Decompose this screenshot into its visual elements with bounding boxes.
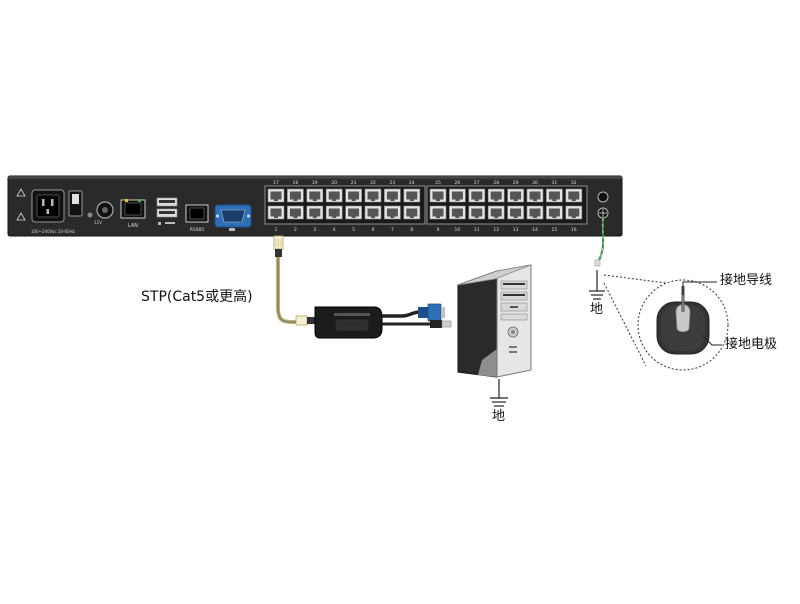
port-number-bottom: 15 — [552, 227, 558, 233]
port-number-bottom: 11 — [474, 227, 480, 233]
kvm-dongle — [314, 306, 383, 339]
port-number-bottom: 7 — [391, 227, 394, 233]
rj45-port — [526, 188, 544, 203]
port-number-bottom: 1 — [275, 227, 278, 233]
port-number-top: 30 — [532, 180, 538, 186]
rj45-port — [546, 188, 563, 203]
dongle-cable-vga — [382, 310, 421, 318]
port-number-bottom: 10 — [455, 227, 461, 233]
port-number-top: 17 — [273, 180, 279, 186]
port-number-bottom: 12 — [493, 227, 499, 233]
usb-ports — [156, 197, 178, 225]
rj45-port — [325, 205, 343, 220]
rs485-label: RS485 — [190, 227, 205, 233]
port-number-top: 23 — [390, 180, 396, 186]
callout-line — [603, 274, 667, 284]
ground-symbol-device — [589, 270, 605, 300]
usb-plug — [430, 320, 452, 328]
rj45-port — [526, 205, 544, 220]
rj45-port — [449, 188, 466, 203]
stp-cable — [276, 257, 303, 324]
leader-ground-electrode — [701, 334, 722, 346]
rj45-port — [565, 205, 583, 220]
rj45-port — [449, 205, 466, 220]
port-number-bottom: 16 — [571, 227, 577, 233]
rj45-port — [429, 205, 447, 220]
port-number-top: 27 — [474, 180, 480, 186]
ground-symbol-computer — [490, 379, 508, 407]
rj45-port — [384, 188, 401, 203]
port-number-top: 29 — [513, 180, 519, 186]
port-number-top: 24 — [409, 180, 415, 186]
rj45-port — [507, 205, 524, 220]
ground-wire-label: 接地导线 — [720, 273, 773, 288]
port-number-bottom: 6 — [372, 227, 375, 233]
port-number-bottom: 9 — [437, 227, 440, 233]
power-rating: 100~240Vac 50-60Hz — [31, 229, 75, 234]
rj45-port — [267, 205, 285, 220]
rj45-port — [364, 205, 382, 220]
port-number-top: 25 — [435, 180, 441, 186]
callout-line — [603, 282, 647, 367]
ground-electrode-label: 接地电极 — [725, 337, 778, 352]
rj45-port — [487, 205, 505, 220]
port-number-top: 19 — [312, 180, 318, 186]
cable-label: STP(Cat5或更高) — [141, 289, 253, 305]
port-number-top: 32 — [571, 180, 577, 186]
port-number-bottom: 2 — [294, 227, 297, 233]
rj45-port — [507, 188, 524, 203]
rj45-port — [403, 205, 421, 220]
rj45-port — [287, 205, 304, 220]
port-number-bottom: 14 — [532, 227, 538, 233]
port-bank — [264, 185, 588, 225]
rj45-port — [468, 205, 486, 220]
rj45-port — [384, 205, 401, 220]
rj45-port — [468, 188, 486, 203]
port-number-top: 31 — [552, 180, 558, 186]
port-number-bottom: 4 — [333, 227, 336, 233]
vga-plug — [418, 303, 445, 322]
port-number-bottom: 13 — [513, 227, 519, 233]
warning-icon — [16, 188, 26, 197]
rj45-port — [345, 205, 362, 220]
computer-tower — [457, 264, 532, 378]
leader-ground-wire — [682, 281, 717, 295]
dc-label: 12V — [94, 220, 102, 225]
ground-label-computer: 地 — [492, 409, 506, 424]
port-number-top: 28 — [493, 180, 499, 186]
port-number-bottom: 8 — [410, 227, 413, 233]
rj45-port — [345, 188, 362, 203]
rj45-port — [364, 188, 382, 203]
port-numbers-top: 17 18 19 20 21 22 23 24 25 26 27 28 29 30 31 32 — [273, 180, 577, 186]
port-number-bottom: 5 — [352, 227, 355, 233]
kvm-chassis-highlight — [8, 176, 622, 179]
rj45-port — [429, 188, 447, 203]
ground-label-device: 地 — [590, 302, 604, 317]
rj45-port — [546, 205, 563, 220]
port-number-top: 20 — [331, 180, 337, 186]
port-number-bottom: 3 — [313, 227, 316, 233]
rj45-port — [287, 188, 304, 203]
rj45-port — [565, 188, 583, 203]
rj45-port — [306, 188, 324, 203]
rj45-port — [325, 188, 343, 203]
port-number-top: 21 — [351, 180, 357, 186]
port-number-top: 18 — [293, 180, 299, 186]
lan-label: LAN — [128, 223, 138, 229]
warning-icon — [16, 212, 26, 221]
port-number-top: 22 — [370, 180, 376, 186]
rj45-port — [403, 188, 421, 203]
rj45-plug-dongle — [295, 315, 308, 326]
port-number-top: 26 — [455, 180, 461, 186]
rj45-port — [306, 205, 324, 220]
rj45-port — [267, 188, 285, 203]
rj45-port — [487, 188, 505, 203]
ground-screw — [597, 191, 609, 203]
